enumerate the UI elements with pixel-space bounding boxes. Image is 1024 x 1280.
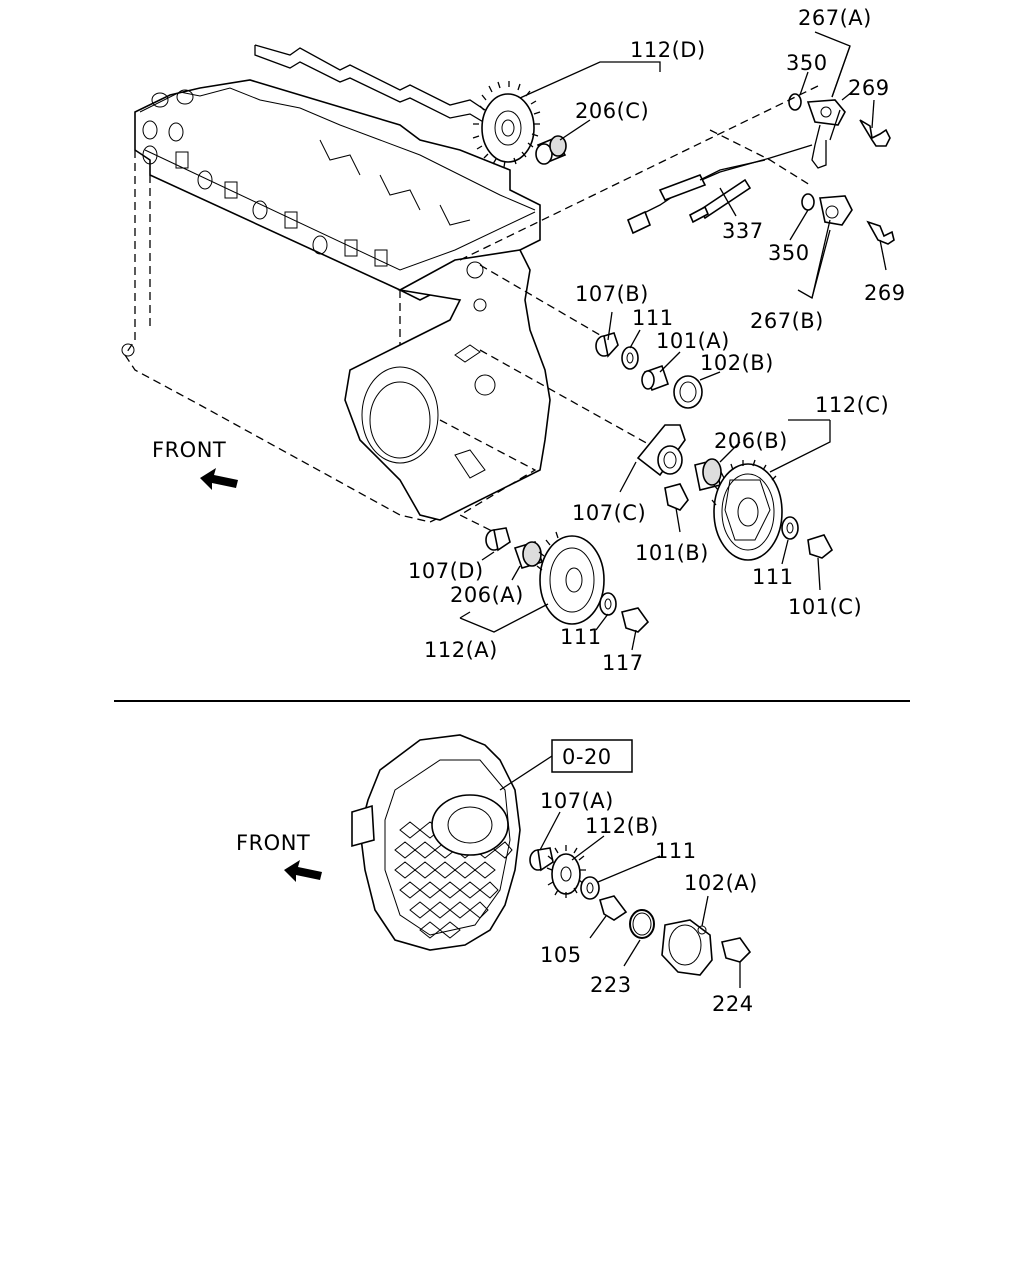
seal-102b	[673, 375, 703, 409]
label-337: 337	[722, 219, 764, 243]
label-107d: 107(D)	[408, 559, 484, 583]
bushing-206c	[535, 135, 567, 165]
front-arrow-icon	[200, 468, 238, 490]
label-107b: 107(B)	[575, 282, 649, 306]
bushing-206b	[694, 458, 722, 491]
label-206c: 206(C)	[575, 99, 649, 123]
label-107c: 107(C)	[572, 501, 646, 525]
front-arrow-icon-2	[284, 860, 322, 882]
label-224: 224	[712, 992, 754, 1016]
front-indicator: FRONT	[152, 438, 238, 490]
leader-lines-bottom	[539, 811, 741, 988]
front-label-2: FRONT	[236, 831, 310, 855]
label-101b: 101(B)	[635, 541, 709, 565]
ref-box-label: 0-20	[562, 745, 612, 769]
engine-block	[121, 44, 551, 523]
label-111d: 111	[655, 839, 697, 863]
label-117: 117	[602, 651, 644, 675]
label-206a: 206(A)	[450, 583, 524, 607]
gear-112d	[472, 81, 541, 168]
ref-box: 0-20	[499, 739, 633, 791]
sensor-267a	[788, 91, 853, 169]
front-label: FRONT	[152, 438, 226, 462]
bolt-101a	[641, 364, 670, 392]
bolt-224	[721, 937, 752, 963]
label-267a: 267(A)	[798, 6, 872, 30]
gear-112a	[536, 531, 605, 625]
label-105: 105	[540, 943, 582, 967]
label-111a: 111	[632, 306, 674, 330]
label-350b: 350	[768, 241, 810, 265]
cover-102a	[661, 919, 713, 976]
label-101c: 101(C)	[788, 595, 862, 619]
washer-111d	[580, 876, 600, 900]
leader-lines-top	[459, 31, 887, 651]
washer-111c	[599, 592, 617, 616]
sensor-267b	[801, 193, 853, 226]
nut-107b	[595, 332, 619, 358]
bolt-269a	[859, 119, 891, 147]
nut-107d	[485, 527, 511, 552]
head-ports	[142, 89, 388, 267]
label-267b: 267(B)	[750, 309, 824, 333]
nut-107a	[529, 847, 554, 872]
gear-112b	[546, 845, 586, 898]
label-350a: 350	[786, 51, 828, 75]
bolt-117	[621, 607, 650, 633]
label-206b: 206(B)	[714, 429, 788, 453]
label-223: 223	[590, 973, 632, 997]
harness-337	[626, 144, 813, 235]
label-101a: 101(A)	[656, 329, 730, 353]
bolt-105	[599, 895, 628, 921]
label-269b: 269	[864, 281, 906, 305]
bushing-206a	[513, 541, 544, 569]
callout-labels-top: 267(A) 350 269 112(D) 206(C) 337 350 269…	[408, 6, 906, 675]
gear-112c	[711, 459, 783, 561]
washer-111a	[621, 346, 639, 370]
label-112c: 112(C)	[815, 393, 889, 417]
oring-223	[629, 909, 655, 939]
callout-labels-bottom: 107(A) 112(B) 111 102(A) 105 223 224	[540, 789, 758, 1016]
bolt-101b	[664, 483, 689, 511]
flywheel-housing	[351, 734, 521, 951]
label-112b: 112(B)	[585, 814, 659, 838]
label-102b: 102(B)	[700, 351, 774, 375]
bolt-269b	[866, 220, 895, 245]
shaft-107c	[636, 424, 686, 477]
label-269a: 269	[848, 76, 890, 100]
bolt-101c	[807, 534, 834, 559]
label-107a: 107(A)	[540, 789, 614, 813]
label-112a: 112(A)	[424, 638, 498, 662]
label-102a: 102(A)	[684, 871, 758, 895]
label-111c: 111	[560, 625, 602, 649]
washer-111b	[781, 516, 799, 540]
label-112d: 112(D)	[630, 38, 706, 62]
label-111b: 111	[752, 565, 794, 589]
front-indicator-2: FRONT	[236, 831, 322, 882]
